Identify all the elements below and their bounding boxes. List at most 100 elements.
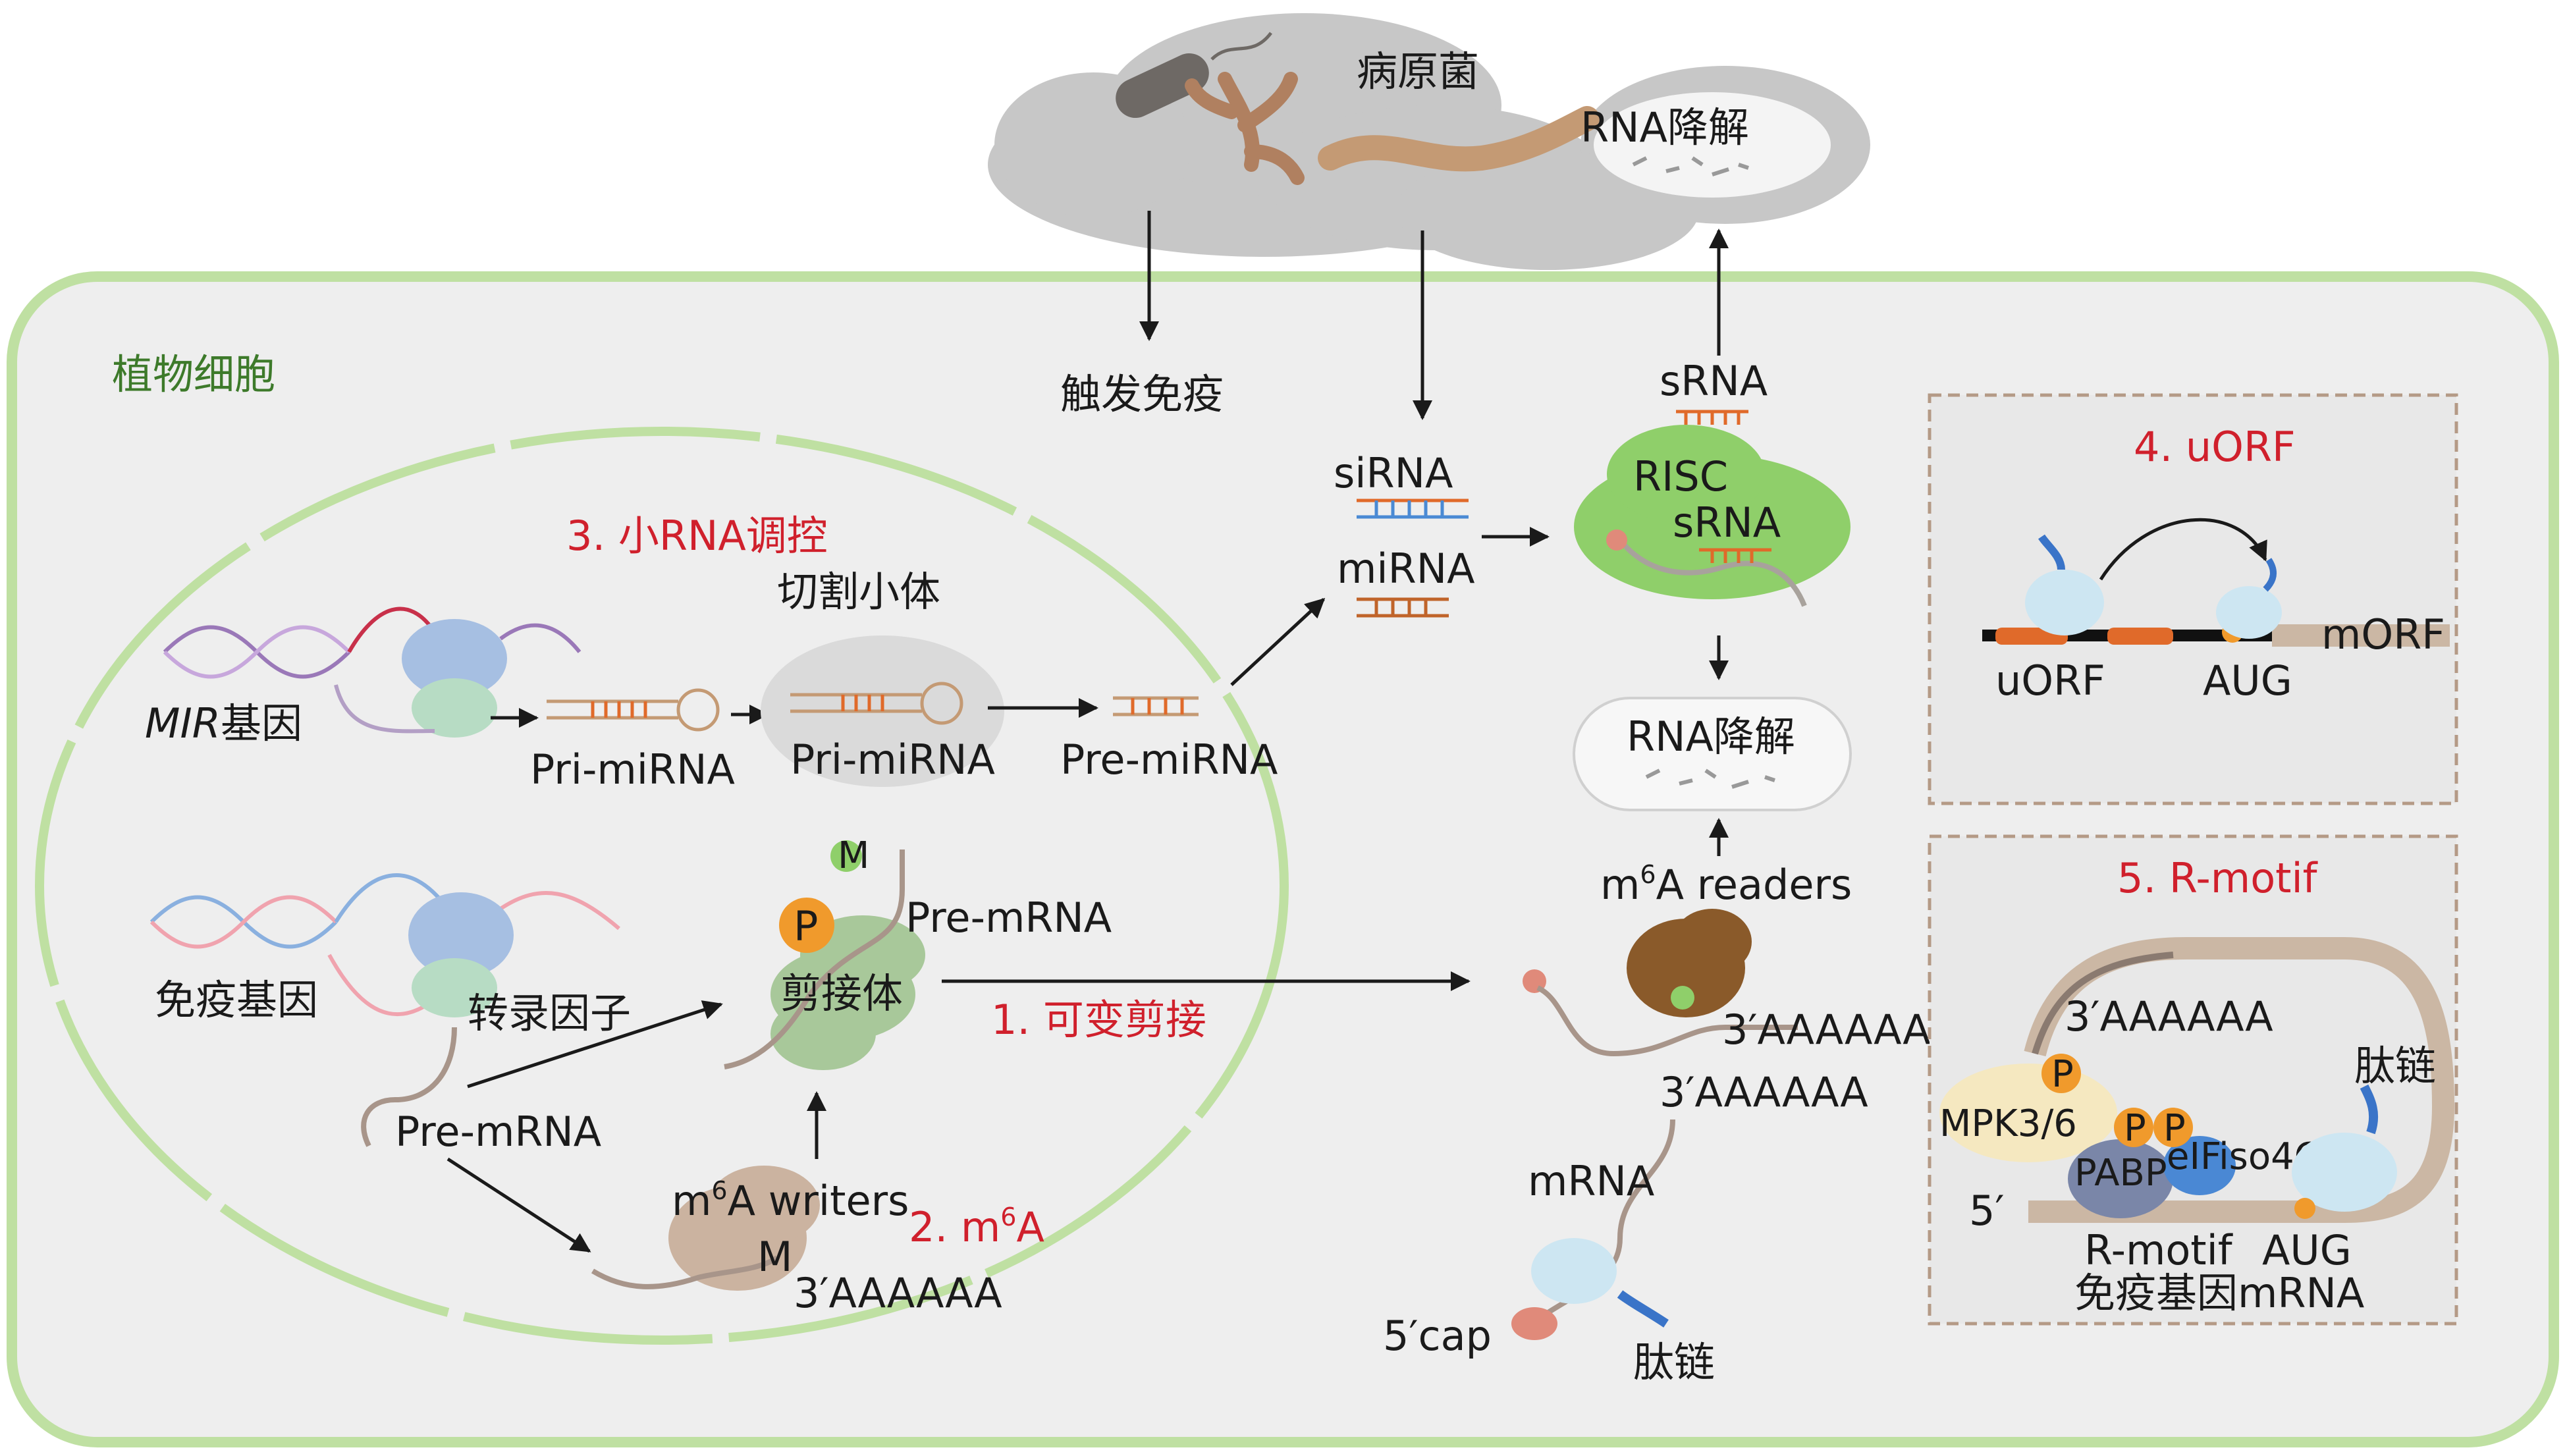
pre-mrna-upper-label: Pre-mRNA [905, 894, 1112, 942]
cap-label: 5′cap [1383, 1312, 1492, 1360]
section3-title: 3. 小RNA调控 [566, 512, 828, 560]
peptide-label: 肽链 [1633, 1338, 1715, 1386]
m6a-reader-protein [1627, 909, 1752, 1017]
mir-gene-label-suffix: 基因 [221, 699, 302, 747]
tf-mir-icon [412, 678, 497, 738]
pabp-protein [2068, 1139, 2173, 1218]
section5-title: 5. R-motif [2117, 854, 2319, 902]
ribosome-uorf-2 [2216, 586, 2282, 639]
m-mark-writers: M [757, 1233, 793, 1281]
peptide-rmotif-label: 肽链 [2354, 1042, 2436, 1090]
peptide-rmotif-icon [2360, 1084, 2379, 1135]
rna-fragments-top-icon [1632, 156, 1749, 176]
sirna-duplex [1357, 499, 1469, 519]
rna-fragments-mid-icon [1645, 768, 1775, 789]
m6a-readers-label: m6A readers [1600, 860, 1852, 909]
uorf-segment-2 [2107, 628, 2173, 645]
immune-gene-mrna-label: 免疫基因mRNA [2074, 1269, 2364, 1317]
phospho-mpk [2041, 1054, 2081, 1093]
risc-cap-icon [1606, 529, 1627, 551]
rna-degradation-top-label: RNA降解 [1581, 103, 1749, 151]
polymerase-immune-icon [408, 892, 514, 978]
polya-readers-label: 3′AAAAAA [1722, 1006, 1931, 1054]
phospho-pabp-2 [2153, 1108, 2193, 1147]
rmotif-loop-dark [2032, 952, 2174, 1055]
worm-icon [1318, 106, 1600, 172]
rna-degradation-mid-label: RNA降解 [1627, 713, 1795, 761]
pre-mrna-left-strand [361, 1027, 457, 1147]
eifiso4g-protein [2163, 1136, 2236, 1195]
immune-gene-label: 免疫基因 [155, 976, 318, 1024]
five-prime-label: 5′ [1969, 1187, 2005, 1235]
arrow-pre-mirna-to-mirna [1230, 597, 1326, 686]
sirna-label: siRNA [1334, 449, 1453, 497]
ribosome-mrna-icon [1531, 1238, 1617, 1304]
polya-writers-label: 3′AAAAAA [794, 1269, 1002, 1317]
pri-mirna-hairpin-2 [790, 682, 963, 725]
pabp-label: PABP [2074, 1152, 2167, 1195]
mrna-label: mRNA [1528, 1157, 1654, 1205]
polymerase-mir-icon [402, 619, 507, 698]
pathogen-cloud [988, 13, 1870, 270]
uorf-hop-arrow [2099, 518, 2267, 581]
tf-immune-icon [412, 958, 497, 1017]
spliceosome [770, 915, 925, 1070]
aug-rmotif-dot [2294, 1198, 2315, 1219]
rna-degradation-mid-bubble [1573, 697, 1852, 811]
rmotif-loop-strand [2024, 937, 2455, 1223]
trigger-immunity-label: 触发免疫 [1060, 370, 1224, 418]
ribosome-uorf-1 [2025, 570, 2104, 635]
srna-risc-label: sRNA [1673, 499, 1781, 547]
aug-uorf-label: AUG [2203, 657, 2292, 705]
mir-gene-dna [163, 607, 581, 679]
bacterium-icon [1116, 32, 1272, 119]
peptide-chain-icon [1617, 1290, 1669, 1328]
aug-rmotif-label: AUG [2262, 1226, 2352, 1274]
mirna-duplex [1357, 597, 1449, 618]
m6a-writers-label: m6A writers [672, 1176, 909, 1225]
p-mark-pabp-1: P [2124, 1107, 2146, 1150]
pre-mirna-label: Pre-miRNA [1060, 736, 1278, 784]
fungus-icon [1185, 72, 1305, 185]
uorf-box [1928, 393, 2458, 805]
pri-mirna-label-1: Pri-miRNA [530, 745, 735, 794]
uorf-label: uORF [1995, 657, 2105, 705]
polya-rmotif-label: 3′AAAAAA [2065, 992, 2273, 1040]
peptide-uorf-2-icon [2263, 558, 2277, 592]
pre-mirna-duplex [1113, 696, 1199, 716]
mirna-label: miRNA [1337, 545, 1475, 593]
transcription-factor-label: 转录因子 [468, 989, 631, 1037]
transcript-mir [334, 684, 435, 734]
morf-label: mORF [2321, 610, 2445, 659]
spliceosome-label: 剪接体 [780, 969, 903, 1017]
pri-mirna-label-2: Pri-miRNA [790, 736, 995, 784]
phospho-spliceosome [779, 898, 834, 953]
mpk-label: MPK3/6 [1939, 1102, 2077, 1145]
dicing-body-label: 切割小体 [777, 568, 940, 616]
m-mark-upper [830, 840, 862, 872]
plant-cell-label: 植物细胞 [112, 350, 275, 398]
m6a-writers [668, 1166, 820, 1291]
srna-top-label: sRNA [1660, 357, 1768, 405]
arrow-premrna-to-spliceosome [467, 1000, 723, 1089]
srna-risc-duplex [1699, 548, 1771, 563]
phospho-pabp-1 [2114, 1108, 2153, 1147]
r-motif-label: R-motif [2084, 1226, 2234, 1274]
m-mark-upper-label: M [838, 834, 869, 877]
readers-mrna-strand [1536, 985, 1798, 1057]
risc-target-rna [1617, 538, 1807, 607]
m-mark-readers [1671, 986, 1694, 1010]
srna-top-duplex [1676, 410, 1748, 425]
pathogen-label: 病原菌 [1357, 47, 1479, 95]
pre-mrna-left-label: Pre-mRNA [395, 1108, 601, 1156]
p-mark-spliceosome: P [794, 902, 818, 950]
cap-icon [1511, 1307, 1557, 1340]
ribosome-rmotif [2292, 1133, 2397, 1212]
polya-mrna-label: 3′AAAAAA [1660, 1068, 1868, 1116]
section2-title: 2. m6A [909, 1202, 1044, 1251]
writers-mrna-strand [591, 1255, 779, 1289]
nucleus [35, 427, 1289, 1345]
pri-mirna-hairpin-1 [547, 688, 720, 732]
arrow-premrna-to-writers [446, 1157, 591, 1253]
